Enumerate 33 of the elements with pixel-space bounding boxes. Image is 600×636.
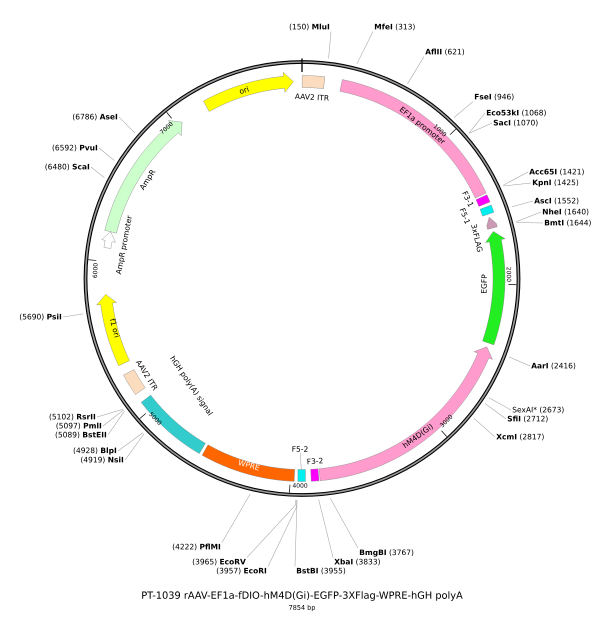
leader-line [511, 200, 534, 208]
leader-line [474, 418, 496, 438]
leader-line [222, 494, 250, 543]
leader-line [108, 410, 125, 436]
leader-line [502, 172, 528, 186]
leader-line [98, 148, 115, 161]
leader-line [330, 498, 358, 548]
leader-line [102, 410, 124, 426]
leader-line [509, 356, 530, 366]
leader-line [516, 222, 544, 224]
leader-line [300, 452, 302, 470]
leader-line [484, 403, 506, 420]
leader-line [469, 122, 492, 134]
feature-box [298, 469, 306, 482]
leader-line [488, 397, 512, 410]
leader-line [294, 500, 298, 567]
leader-line [454, 101, 474, 118]
leader-line [328, 31, 332, 59]
leader-line [96, 408, 124, 418]
leader-line [356, 31, 374, 64]
leader-line [516, 212, 542, 222]
leader-line [62, 314, 84, 318]
leader-line [503, 182, 532, 186]
leader-line [118, 116, 136, 134]
leader-line [268, 500, 297, 567]
leader-line [468, 112, 486, 134]
leader-line [124, 434, 144, 460]
leader-line [118, 432, 144, 452]
leader-line [318, 499, 334, 558]
leader-line [90, 166, 105, 178]
title: PT-1039 rAAV-EF1a-fDIO-hM4D(Gi)-EGFP-3XFlag-WPRE-hGH polyA [142, 591, 463, 601]
leader-line [246, 500, 296, 558]
leader-line [407, 56, 424, 84]
